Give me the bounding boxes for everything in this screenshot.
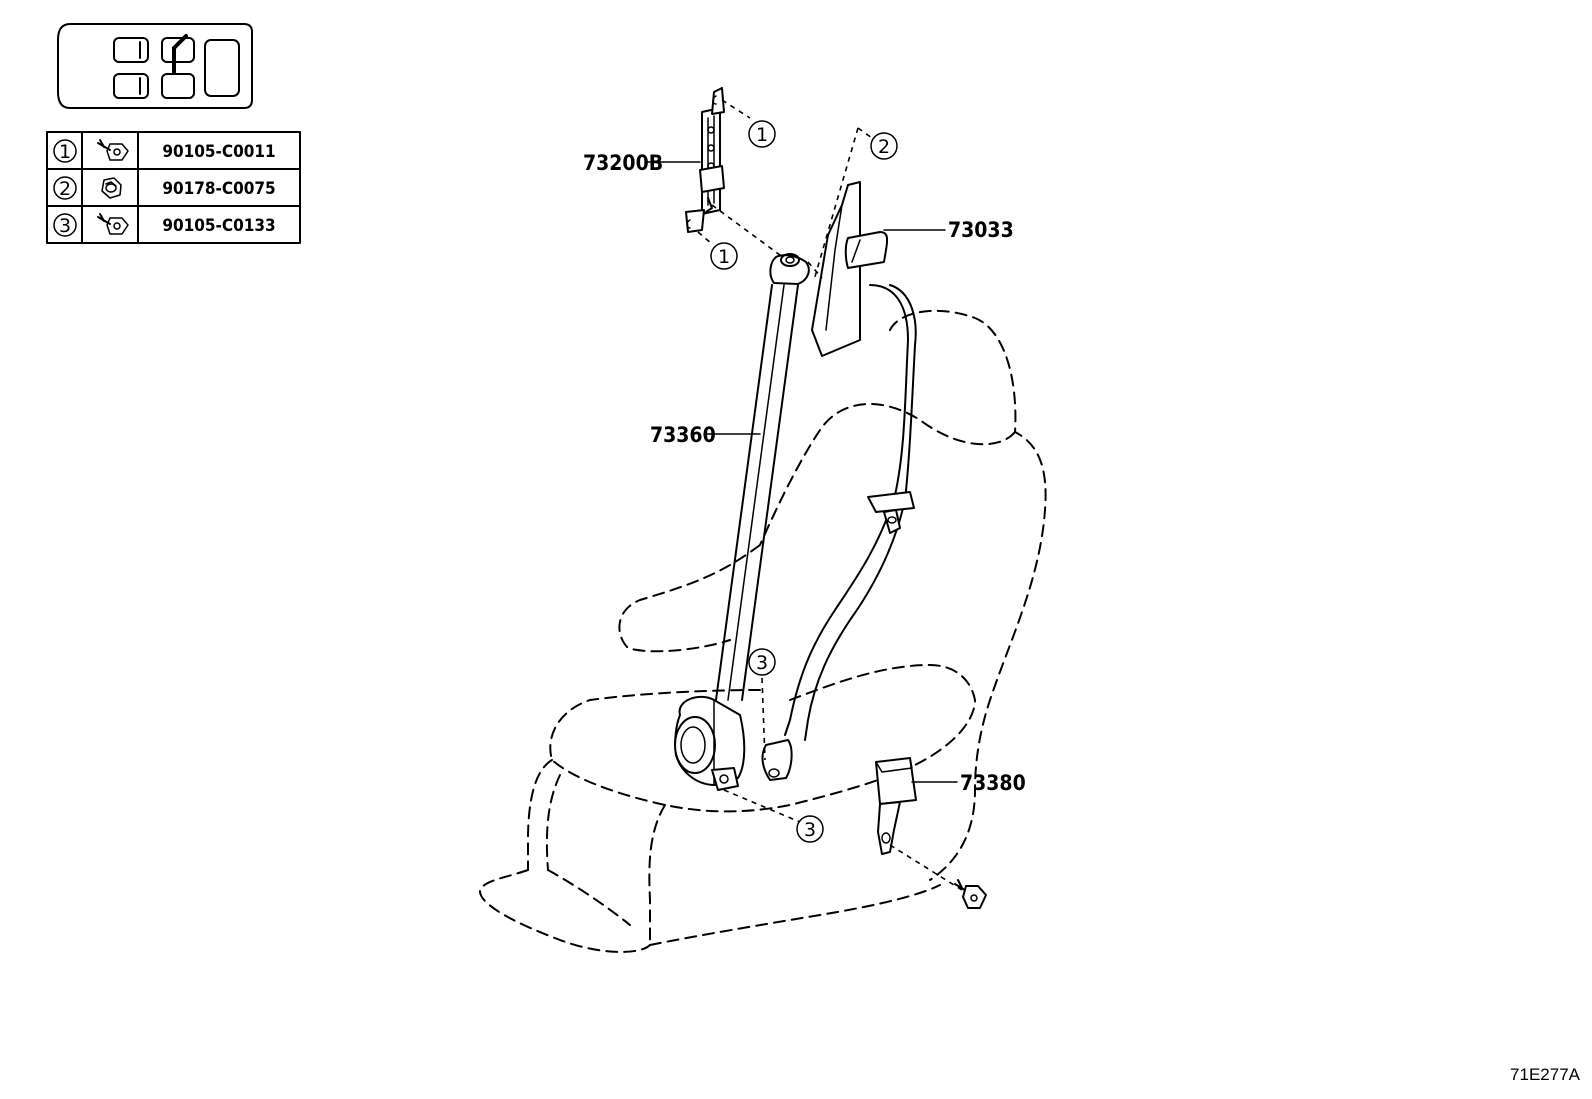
vehicle-locator-inset xyxy=(57,23,253,109)
label-inner-buckle: 73380 xyxy=(960,771,1026,795)
table-part-no-2: 90178-C0075 xyxy=(162,179,275,199)
bolt-icon xyxy=(97,139,129,161)
ref-circle-3 xyxy=(53,213,77,237)
bolt-icon xyxy=(97,213,129,235)
nut-icon xyxy=(101,177,122,199)
ref-circle-2 xyxy=(53,176,77,200)
svg-text:3: 3 xyxy=(756,652,768,674)
label-leaders xyxy=(644,161,958,783)
table-ref-1: 1 xyxy=(59,141,71,163)
callout-bolt-3-upper: 3 xyxy=(748,648,776,676)
shoulder-adjuster xyxy=(685,87,725,233)
table-part-no-1: 90105-C0011 xyxy=(162,142,275,162)
diagram-code: 71E277A xyxy=(1510,1065,1581,1084)
table-ref-2: 2 xyxy=(59,178,71,200)
callout-bolt-3-lower: 3 xyxy=(796,815,824,843)
ref-circle-1 xyxy=(53,139,77,163)
svg-text:1: 1 xyxy=(718,246,730,268)
seat-outline xyxy=(479,309,1047,953)
svg-text:3: 3 xyxy=(804,819,816,841)
label-outer-belt: 73360 xyxy=(650,423,716,447)
buckle-bolt-icon xyxy=(954,879,987,909)
outer-belt xyxy=(674,253,917,791)
table-ref-3: 3 xyxy=(59,215,71,237)
fastener-leaders xyxy=(697,99,963,891)
table-part-no-3: 90105-C0133 xyxy=(162,216,275,236)
callout-bolt-1-bottom: 1 xyxy=(710,242,738,270)
svg-text:1: 1 xyxy=(756,124,768,146)
svg-text:2: 2 xyxy=(878,136,890,158)
inner-buckle xyxy=(875,757,917,855)
label-shoulder-adjuster: 73200B xyxy=(583,151,663,175)
callout-nut-2: 2 xyxy=(870,132,898,160)
pillar-garnish xyxy=(811,181,889,357)
label-pillar-garnish: 73033 xyxy=(948,218,1014,242)
fastener-table: 1 90105-C0011 2 90178-C0075 3 90105-C013… xyxy=(46,131,301,244)
callout-bolt-1-top: 1 xyxy=(748,120,776,148)
